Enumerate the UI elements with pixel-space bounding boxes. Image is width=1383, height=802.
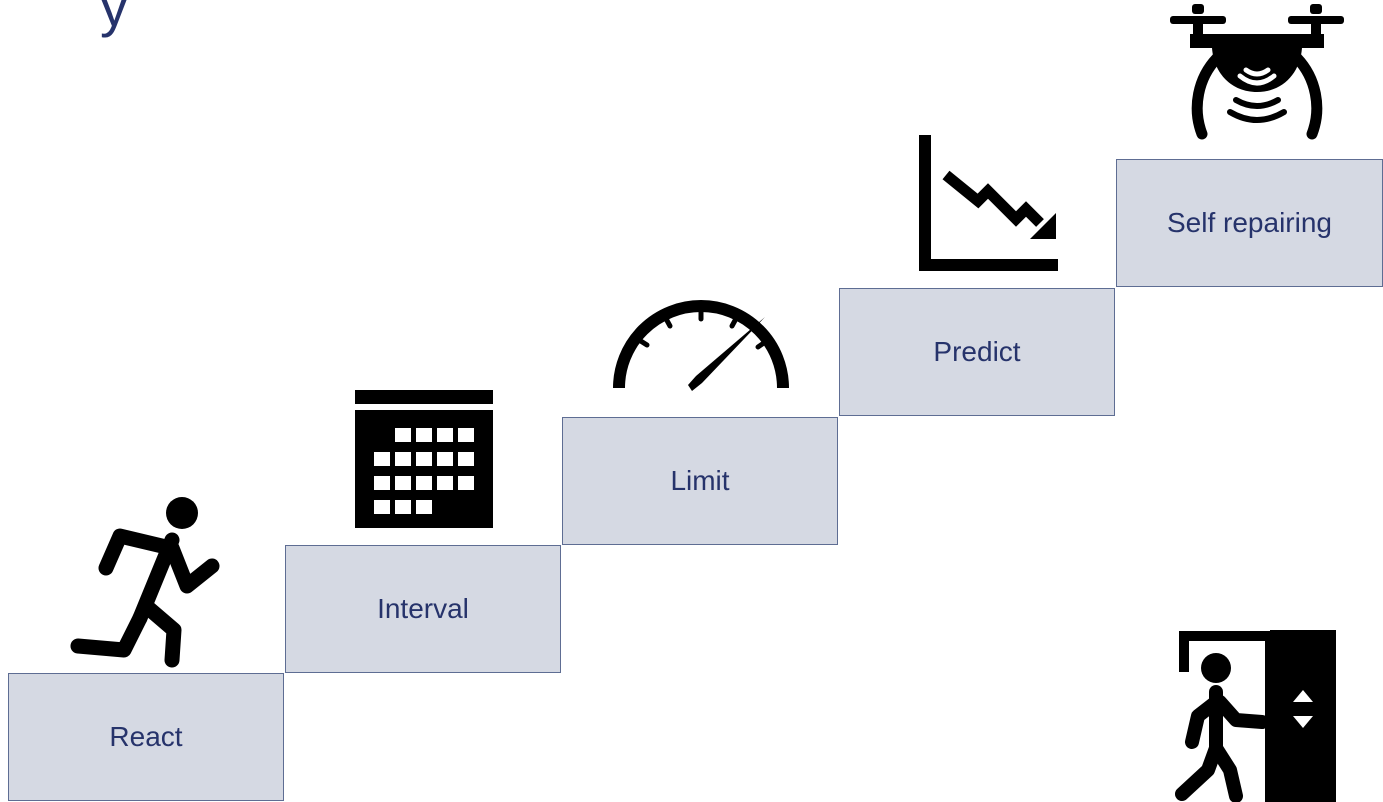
speedometer-icon — [613, 300, 789, 391]
step-interval: Interval — [285, 545, 561, 673]
step-label: Self repairing — [1167, 207, 1332, 238]
step-label: React — [109, 721, 183, 752]
step-self-repairing: Self repairing — [1116, 159, 1383, 287]
title-fragment: y — [100, 0, 128, 38]
step-predict: Predict — [839, 288, 1115, 416]
step-label: Limit — [670, 465, 730, 496]
calendar-icon — [355, 390, 493, 528]
running-person-icon — [70, 497, 220, 668]
step-react: React — [8, 673, 284, 801]
elevator-exit-icon — [1175, 630, 1336, 802]
step-limit: Limit — [562, 417, 838, 545]
step-label: Predict — [933, 336, 1021, 367]
downtrend-chart-icon — [919, 135, 1058, 271]
step-label: Interval — [377, 593, 469, 624]
drone-icon — [1170, 4, 1344, 140]
